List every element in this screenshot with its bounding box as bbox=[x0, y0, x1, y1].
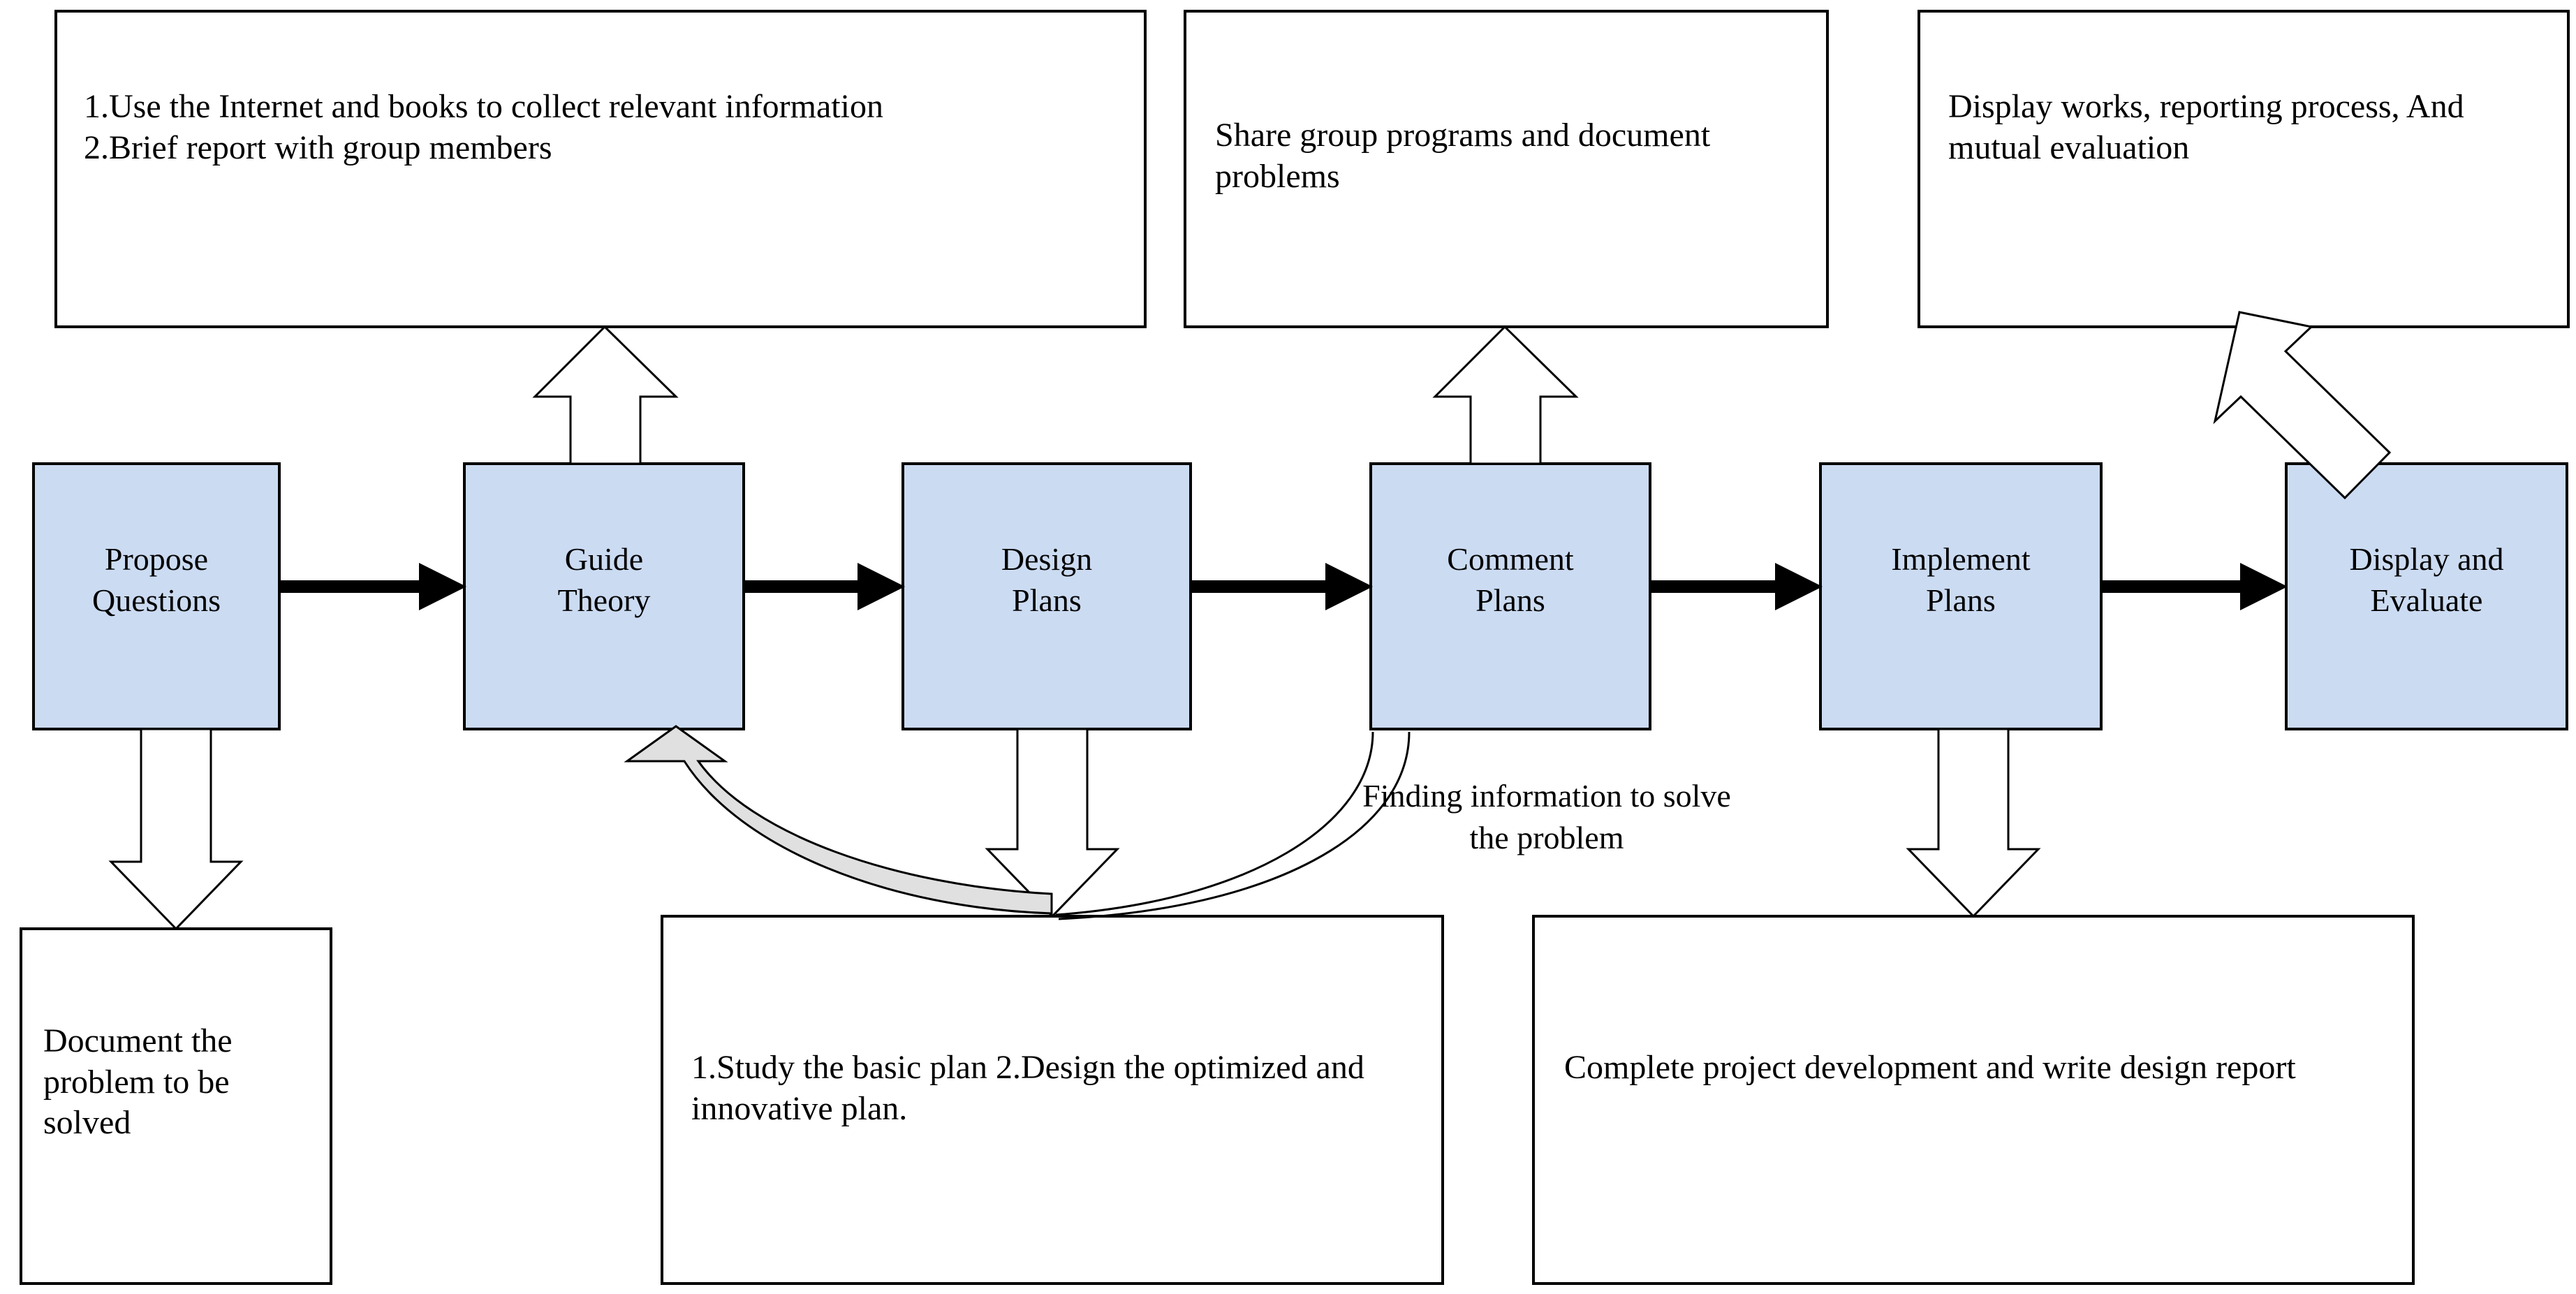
note-box-complete-project bbox=[1532, 915, 2415, 1285]
process-box-implement-plans[interactable] bbox=[1819, 462, 2103, 730]
process-box-propose-questions[interactable] bbox=[32, 462, 281, 730]
note-box-display-works bbox=[1918, 10, 2570, 328]
note-box-study-basic-plan bbox=[661, 915, 1444, 1285]
arrow-propose-to-guide bbox=[281, 563, 466, 610]
arrow-feedback-to-guide bbox=[624, 725, 1053, 915]
note-box-document-problem bbox=[20, 927, 332, 1285]
process-box-comment-plans[interactable] bbox=[1369, 462, 1651, 730]
note-box-share-group-programs bbox=[1184, 10, 1829, 328]
curve-comment-to-plan-note-outer bbox=[1058, 731, 1411, 920]
arrow-comment-to-implement bbox=[1651, 563, 1823, 610]
arrow-implement-to-display bbox=[2103, 563, 2288, 610]
curve-comment-to-plan-note bbox=[1055, 731, 1374, 916]
arrow-guide-up-to-note bbox=[532, 325, 679, 465]
arrow-design-down-to-note bbox=[985, 728, 1120, 918]
note-box-collect-information bbox=[54, 10, 1147, 328]
arrow-comment-up-to-note bbox=[1432, 325, 1579, 465]
process-box-guide-theory[interactable] bbox=[463, 462, 745, 730]
arrow-guide-to-design bbox=[745, 563, 905, 610]
arrow-propose-down-to-note bbox=[108, 728, 244, 931]
process-box-design-plans[interactable] bbox=[901, 462, 1192, 730]
arrow-implement-down-to-note bbox=[1906, 728, 2041, 918]
arrow-display-up-to-note bbox=[2213, 311, 2392, 500]
arrow-design-to-comment bbox=[1192, 563, 1373, 610]
process-box-display-and-evaluate[interactable] bbox=[2285, 462, 2568, 730]
